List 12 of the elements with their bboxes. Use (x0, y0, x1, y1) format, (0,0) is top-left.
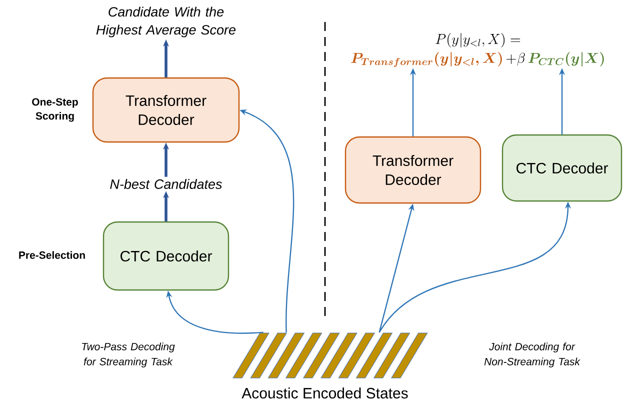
result-text: N-best Candidates (110, 179, 222, 189)
formula: $P(y|y_{<l},X) =$ $P_{Transformer}(y|y_{<l},X)$ $+ \beta$ $P_{CTC}(y|X)$ (351, 33, 604, 68)
mode-label: Two-Pass Decoding for Streaming Task (82, 342, 175, 368)
decoder-box: CTC Decoder (502, 134, 622, 202)
decoder-box: Transformer Decoder (344, 136, 482, 204)
result-text: Candidate With the Highest Average Score (96, 6, 236, 38)
decoder-box: Transformer Decoder (92, 77, 240, 143)
mode-label: Joint Decoding for Non-Streaming Task (484, 342, 580, 368)
decoder-box: CTC Decoder (102, 221, 230, 291)
stage-label: Pre-Selection (19, 251, 85, 259)
encoder-label: Acoustic Encoded States (242, 388, 408, 398)
stage-label: One-Step Scoring (32, 98, 78, 122)
